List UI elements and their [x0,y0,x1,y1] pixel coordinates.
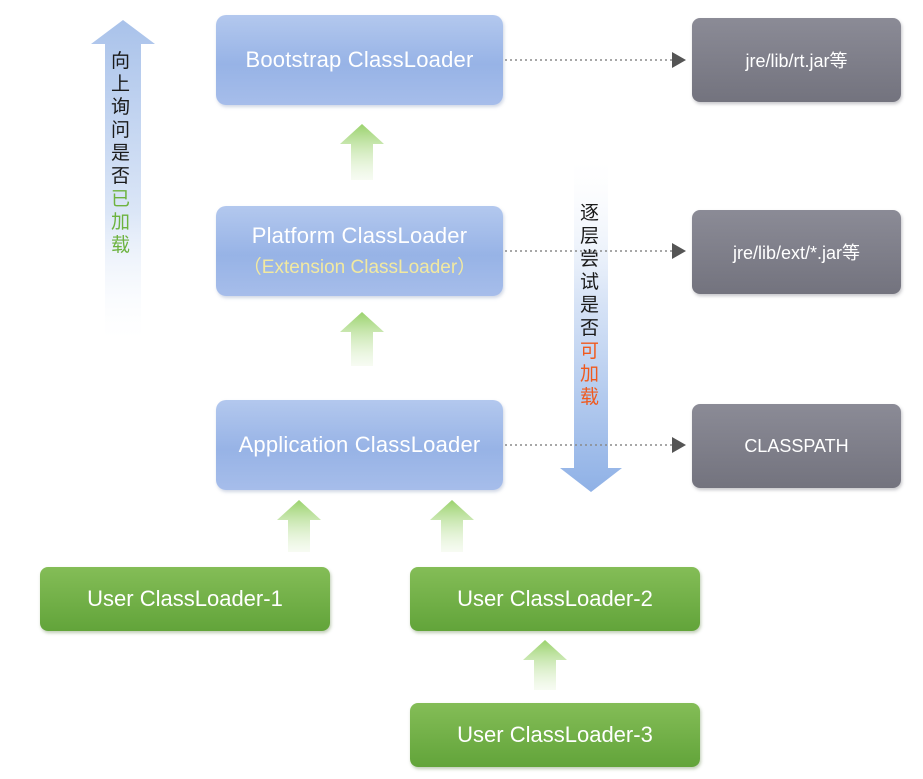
ask-parent-char: 是 [111,142,131,164]
try-load-label: 逐 层 尝 试 是 否 可 加 载 [580,202,599,409]
connector-platform-ext-head [672,243,686,259]
classpath-label: CLASSPATH [744,435,849,456]
try-load-highlight-char: 加 [580,363,600,385]
try-load-char: 否 [580,317,600,339]
user-classloader-2-label: User ClassLoader-2 [457,586,653,611]
rt-jar-path-label: jre/lib/rt.jar等 [745,51,848,71]
connector-bootstrap-rt-head [672,52,686,68]
ask-parent-char: 询 [111,96,131,118]
ask-parent-char: 否 [111,165,131,187]
try-load-char: 尝 [580,248,600,270]
platform-classloader-box: Platform ClassLoader （Extension ClassLoa… [216,206,503,296]
arrow-user2-to-application [430,500,474,552]
try-load-highlight-char: 可 [580,340,600,362]
try-load-char: 试 [580,271,600,293]
ask-parent-highlight-char: 已 [111,188,131,210]
rt-jar-path-box: jre/lib/rt.jar等 [692,18,901,102]
ask-parent-label: 向 上 询 问 是 否 已 加 载 [111,50,130,257]
arrow-application-to-platform [340,312,384,366]
ask-parent-highlight-char: 加 [111,211,131,233]
user-classloader-2-box: User ClassLoader-2 [410,567,700,631]
ask-parent-char: 上 [111,73,131,95]
ask-parent-highlight-char: 载 [111,234,131,256]
extension-classloader-sublabel: （Extension ClassLoader） [242,257,477,278]
arrow-user1-to-application [277,500,321,552]
ask-parent-char: 向 [111,50,131,72]
user-classloader-3-label: User ClassLoader-3 [457,722,653,747]
ext-jar-path-box: jre/lib/ext/*.jar等 [692,210,901,294]
try-load-down-arrow [560,160,622,492]
try-load-char: 逐 [580,202,600,224]
ask-parent-up-arrow [91,20,155,340]
classpath-box: CLASSPATH [692,404,901,488]
user-classloader-1-box: User ClassLoader-1 [40,567,330,631]
user-classloader-3-box: User ClassLoader-3 [410,703,700,767]
ask-parent-char: 问 [111,119,131,141]
application-classloader-box: Application ClassLoader [216,400,503,490]
bootstrap-classloader-box: Bootstrap ClassLoader [216,15,503,105]
application-classloader-label: Application ClassLoader [238,432,481,457]
connector-application-classpath-head [672,437,686,453]
user-classloader-1-label: User ClassLoader-1 [87,586,283,611]
try-load-char: 层 [580,225,600,247]
ext-jar-path-label: jre/lib/ext/*.jar等 [732,243,861,263]
try-load-highlight-char: 载 [580,386,600,408]
platform-classloader-label: Platform ClassLoader [251,223,468,248]
arrow-platform-to-bootstrap [340,124,384,180]
try-load-char: 是 [580,294,600,316]
arrow-user3-to-user2 [523,640,567,690]
bootstrap-classloader-label: Bootstrap ClassLoader [245,47,474,72]
